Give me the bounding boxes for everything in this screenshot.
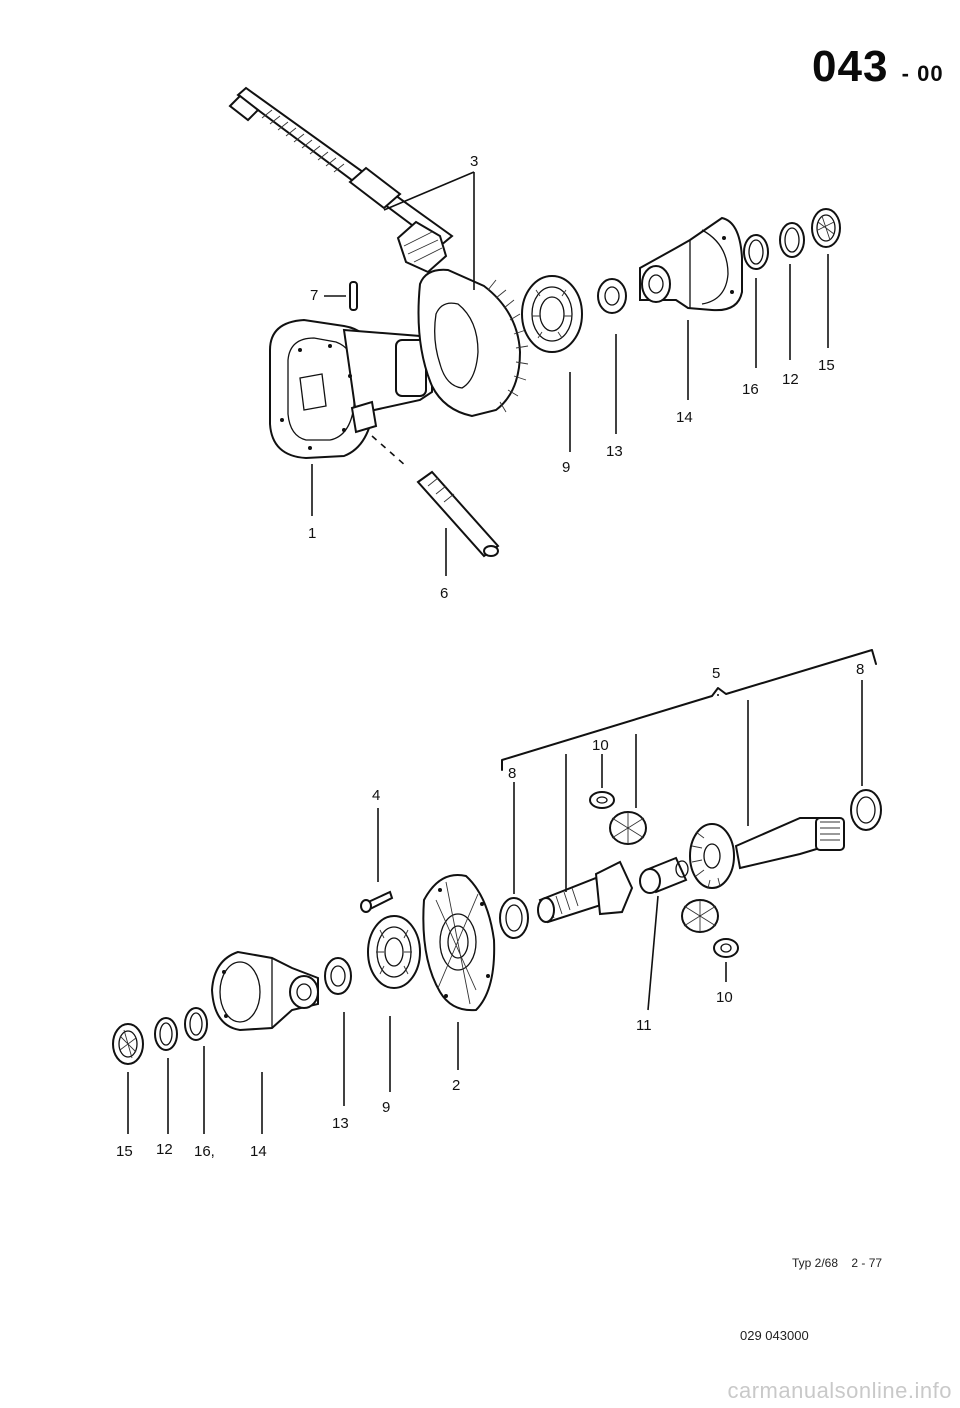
callout-9: 9: [562, 459, 570, 476]
callout-9-bottom: 9: [382, 1099, 390, 1116]
callout-12-bottom: 12: [156, 1141, 173, 1158]
watermark: carmanualsonline.info: [727, 1378, 952, 1403]
callout-3: 3: [470, 153, 478, 170]
callout-13: 13: [606, 443, 623, 460]
catalog-number: 029 043000: [740, 1328, 809, 1343]
tapered-roller-bearing-top: [521, 275, 583, 353]
print-date: 2 - 77: [851, 1256, 883, 1270]
callout-11: 11: [636, 1017, 652, 1034]
callout-1: 1: [308, 525, 316, 542]
callout-16: 16: [742, 381, 759, 398]
callout-12: 12: [782, 371, 799, 388]
callout-2: 2: [452, 1077, 460, 1094]
callout-15: 15: [818, 357, 835, 374]
side-gear-shaft-right: [689, 817, 845, 889]
circlip-bottom: [184, 1007, 208, 1041]
circlip-top: [743, 234, 769, 270]
final-drive-cover-bottom: [210, 950, 319, 1032]
differential-gear-set-bracket: [501, 649, 877, 771]
sleeve: [639, 856, 689, 894]
callout-7: 7: [310, 287, 318, 304]
type-label: Typ 2/68: [792, 1256, 839, 1270]
final-drive-cover-top: [639, 216, 743, 312]
bottom-leader-lines: [127, 680, 863, 1134]
callout-8-right: 8: [856, 661, 864, 678]
roll-pin: [349, 281, 358, 311]
differential-cover: [422, 874, 496, 1012]
oil-seal-top: [811, 208, 841, 248]
page-code-heading: 043 - 00: [812, 42, 944, 92]
type-date-label: Typ 2/68 2 - 77: [792, 1256, 882, 1270]
callout-6: 6: [440, 585, 448, 602]
bottom-callout-labels: 5 8 8 10 4 2 11 10 9 13 14 16, 12 15: [116, 661, 864, 1160]
page-code-suffix: - 00: [901, 61, 944, 86]
callout-10-bottom: 10: [716, 989, 733, 1006]
spacer-ring-bottom: [154, 1017, 178, 1051]
seal-ring-top: [597, 278, 627, 314]
callout-4: 4: [372, 787, 380, 804]
spacer-ring-top: [779, 222, 805, 258]
differential-housing: [269, 318, 433, 460]
differential-shaft: [416, 470, 500, 558]
oil-seal-bottom: [112, 1023, 144, 1065]
top-callout-labels: 3 7 1 6 9 13 14 16 12 15: [308, 153, 835, 602]
planet-washer-lower: [713, 938, 739, 958]
page-code: 043: [812, 42, 889, 91]
callout-14-bottom: 14: [250, 1143, 267, 1160]
seal-ring-bottom: [324, 957, 352, 995]
planet-gear-lower: [681, 899, 719, 933]
ring-gear: [417, 268, 529, 418]
thrust-washer-left: [499, 897, 529, 939]
planet-washer-upper: [589, 791, 615, 809]
callout-14: 14: [676, 409, 693, 426]
screw: [360, 890, 394, 913]
thrust-washer-right: [850, 789, 882, 831]
callout-8-left: 8: [508, 765, 516, 782]
drive-pinion-shaft: [228, 86, 454, 274]
callout-16-bottom: 16,: [194, 1143, 215, 1160]
tapered-roller-bearing-bottom: [367, 915, 421, 989]
top-leader-lines: [311, 171, 829, 576]
planet-gear-upper: [609, 811, 647, 845]
callout-15-bottom: 15: [116, 1143, 133, 1160]
callout-13-bottom: 13: [332, 1115, 349, 1132]
callout-5: 5: [712, 665, 720, 682]
side-gear-shaft-left: [537, 860, 634, 924]
callout-10-top: 10: [592, 737, 609, 754]
